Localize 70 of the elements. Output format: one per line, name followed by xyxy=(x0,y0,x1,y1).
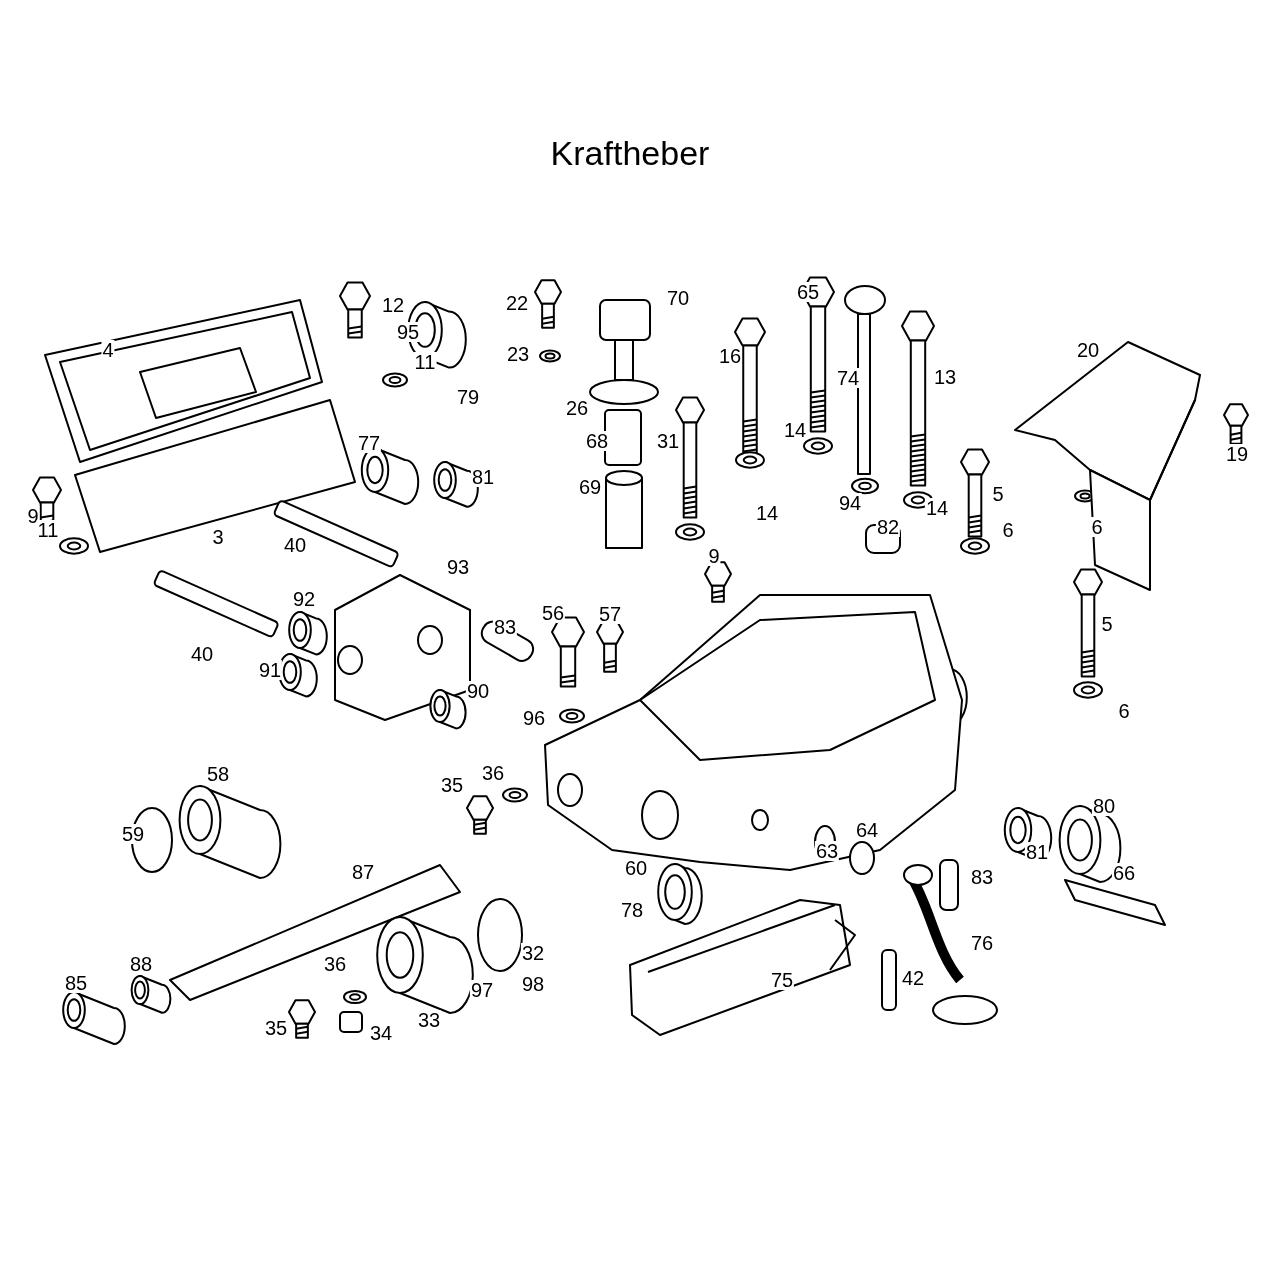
callout-number: 5 xyxy=(1100,614,1114,634)
callout-number: 91 xyxy=(257,660,283,680)
callout-number: 70 xyxy=(665,288,691,308)
callout-number: 97 xyxy=(469,980,495,1000)
callout-number: 83 xyxy=(969,867,995,887)
callout-number: 19 xyxy=(1224,444,1250,464)
callout-number: 9 xyxy=(707,546,721,566)
callout-number: 60 xyxy=(623,858,649,878)
callout-number: 68 xyxy=(584,431,610,451)
callout-number: 78 xyxy=(619,900,645,920)
callout-number: 75 xyxy=(769,970,795,990)
callout-number: 77 xyxy=(356,433,382,453)
callout-number: 80 xyxy=(1091,796,1117,816)
callout-number: 40 xyxy=(282,535,308,555)
callout-number: 56 xyxy=(540,603,566,623)
callout-number: 69 xyxy=(577,477,603,497)
callout-number: 81 xyxy=(470,467,496,487)
callout-number: 42 xyxy=(900,968,926,988)
callout-number: 12 xyxy=(380,295,406,315)
callout-number: 36 xyxy=(480,763,506,783)
callout-number: 58 xyxy=(205,764,231,784)
callout-number: 33 xyxy=(416,1010,442,1030)
callout-number: 88 xyxy=(128,954,154,974)
callout-number: 14 xyxy=(782,420,808,440)
callout-number: 83 xyxy=(492,617,518,637)
callout-number: 92 xyxy=(291,589,317,609)
callout-number: 32 xyxy=(520,943,546,963)
callout-number: 76 xyxy=(969,933,995,953)
callout-number: 14 xyxy=(924,498,950,518)
callout-number: 16 xyxy=(717,346,743,366)
callout-number: 6 xyxy=(1117,701,1131,721)
callout-number: 6 xyxy=(1001,520,1015,540)
callout-number: 85 xyxy=(63,973,89,993)
callout-number: 5 xyxy=(991,484,1005,504)
callout-number: 93 xyxy=(445,557,471,577)
callout-number: 96 xyxy=(521,708,547,728)
callout-number: 13 xyxy=(932,367,958,387)
callout-number: 9 xyxy=(26,506,40,526)
callout-number: 31 xyxy=(655,431,681,451)
callout-number: 35 xyxy=(263,1018,289,1038)
callout-number: 94 xyxy=(837,493,863,513)
callout-number: 74 xyxy=(835,368,861,388)
callout-number: 35 xyxy=(439,775,465,795)
callout-number: 22 xyxy=(504,293,530,313)
callout-number: 26 xyxy=(564,398,590,418)
callout-number: 14 xyxy=(754,503,780,523)
callout-number: 20 xyxy=(1075,340,1101,360)
callout-number: 4 xyxy=(101,340,115,360)
callout-number: 90 xyxy=(465,681,491,701)
callout-number: 98 xyxy=(520,974,546,994)
callout-number: 59 xyxy=(120,824,146,844)
callout-number: 3 xyxy=(211,527,225,547)
callout-number: 81 xyxy=(1024,842,1050,862)
callout-number: 11 xyxy=(413,352,437,372)
callout-number: 57 xyxy=(597,604,623,624)
callout-number: 64 xyxy=(854,820,880,840)
callout-number: 40 xyxy=(189,644,215,664)
callout-number: 23 xyxy=(505,344,531,364)
callout-number: 34 xyxy=(368,1023,394,1043)
callout-number: 11 xyxy=(36,520,60,540)
callout-number: 36 xyxy=(322,954,348,974)
title: Kraftheber xyxy=(549,133,711,174)
callout-number: 66 xyxy=(1111,863,1137,883)
callout-number: 79 xyxy=(455,387,481,407)
callout-number: 65 xyxy=(795,282,821,302)
callout-number: 82 xyxy=(875,517,901,537)
callout-number: 6 xyxy=(1090,517,1104,537)
callout-number: 95 xyxy=(395,322,421,342)
callout-number: 87 xyxy=(350,862,376,882)
callout-number: 63 xyxy=(814,841,840,861)
